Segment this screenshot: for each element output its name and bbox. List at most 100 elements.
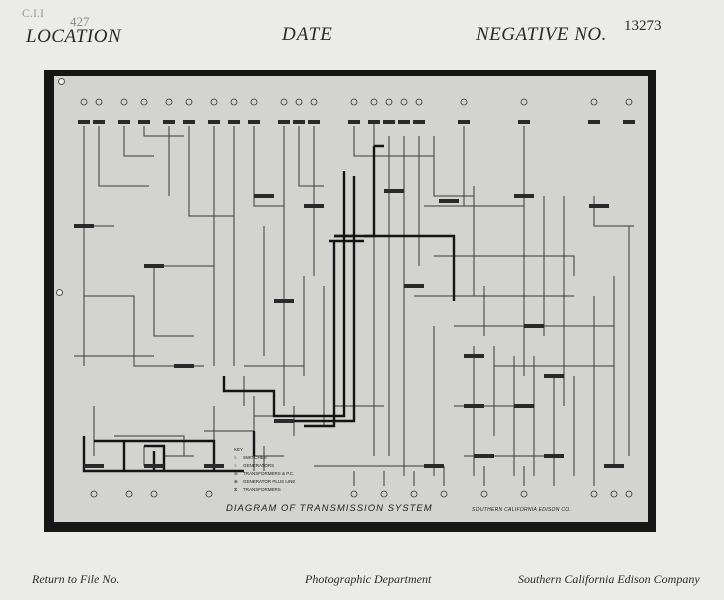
bus-switch xyxy=(78,120,90,124)
pencil-mark: C.I.I xyxy=(22,6,44,20)
bus-bar xyxy=(84,464,104,468)
diagram-title: DIAGRAM OF TRANSMISSION SYSTEM xyxy=(226,503,433,514)
substation-node xyxy=(610,490,618,498)
substation-node xyxy=(625,490,633,498)
generator-node xyxy=(185,98,193,106)
generator-node xyxy=(280,98,288,106)
legend-item: ⊕GENERATOR PLUS LINE xyxy=(234,479,296,484)
bus-switch xyxy=(348,120,360,124)
diagram-company-mark: SOUTHERN CALIFORNIA EDISON CO. xyxy=(472,507,572,513)
location-label: LOCATION xyxy=(26,26,122,47)
legend-item: ○SWITCHES xyxy=(234,455,267,460)
bus-switch xyxy=(413,120,425,124)
bus-bar xyxy=(464,354,484,358)
date-label: DATE xyxy=(282,24,333,45)
generator-node xyxy=(520,98,528,106)
bus-bar xyxy=(144,464,164,468)
bus-switch xyxy=(398,120,410,124)
bus-bar xyxy=(74,224,94,228)
transmission-wiring-diagram xyxy=(74,98,635,498)
bus-bar xyxy=(274,299,294,303)
bus-bar xyxy=(144,264,164,268)
generator-node xyxy=(350,98,358,106)
company-name-label: Southern California Edison Company xyxy=(518,572,700,586)
bus-bar xyxy=(174,364,194,368)
generator-node xyxy=(460,98,468,106)
photographic-department-label: Photographic Department xyxy=(305,572,432,586)
generator-node xyxy=(230,98,238,106)
negative-label: NEGATIVE NO. xyxy=(476,24,607,45)
bus-bar xyxy=(424,464,444,468)
bus-switch xyxy=(623,120,635,124)
bus-switch xyxy=(118,120,130,124)
generator-node xyxy=(385,98,393,106)
bus-bar xyxy=(464,404,484,408)
diagram-board: KEY ○SWITCHES ○GENERATORS ⊖TRANSFORMERS … xyxy=(54,76,648,522)
return-to-file-label: Return to File No. xyxy=(32,572,120,586)
tack-pin-left xyxy=(56,289,63,296)
legend-item: ⧖TRANSFORMERS xyxy=(234,487,281,492)
generator-node xyxy=(120,98,128,106)
diagram-legend: KEY ○SWITCHES ○GENERATORS ⊖TRANSFORMERS … xyxy=(234,446,295,494)
generator-node xyxy=(140,98,148,106)
bus-switch xyxy=(518,120,530,124)
bus-switch xyxy=(93,120,105,124)
negative-number: 13273 xyxy=(624,18,662,34)
generator-node xyxy=(415,98,423,106)
bus-switch xyxy=(588,120,600,124)
generator-node xyxy=(370,98,378,106)
bus-bar xyxy=(544,454,564,458)
bus-bar xyxy=(384,189,404,193)
bus-switch xyxy=(228,120,240,124)
substation-node xyxy=(125,490,133,498)
generator-node xyxy=(80,98,88,106)
pencil-number: 427 xyxy=(70,14,90,29)
bus-bar xyxy=(524,324,544,328)
bus-switch xyxy=(138,120,150,124)
bus-switch xyxy=(163,120,175,124)
bus-bar xyxy=(514,194,534,198)
bus-bar xyxy=(589,204,609,208)
substation-node xyxy=(410,490,418,498)
tack-pin-top-left xyxy=(58,78,65,85)
generator-node xyxy=(625,98,633,106)
bus-bar xyxy=(254,194,274,198)
substation-node xyxy=(150,490,158,498)
substation-node xyxy=(380,490,388,498)
bus-bar xyxy=(439,199,459,203)
generator-node xyxy=(250,98,258,106)
substation-node xyxy=(480,490,488,498)
substation-node xyxy=(590,490,598,498)
generator-node xyxy=(165,98,173,106)
bus-bar xyxy=(544,374,564,378)
substation-node xyxy=(520,490,528,498)
substation-node xyxy=(350,490,358,498)
bus-bar xyxy=(304,204,324,208)
bus-switch xyxy=(383,120,395,124)
bus-bar xyxy=(274,419,294,423)
legend-title: KEY xyxy=(234,447,244,452)
generator-node xyxy=(590,98,598,106)
generator-node xyxy=(310,98,318,106)
substation-node xyxy=(440,490,448,498)
bus-bar xyxy=(604,464,624,468)
bus-switch xyxy=(308,120,320,124)
substation-node xyxy=(205,490,213,498)
generator-node xyxy=(400,98,408,106)
generator-node xyxy=(295,98,303,106)
bus-switch xyxy=(248,120,260,124)
bus-switch xyxy=(458,120,470,124)
bus-switch xyxy=(183,120,195,124)
bus-switch xyxy=(368,120,380,124)
bus-switch xyxy=(293,120,305,124)
generator-node xyxy=(95,98,103,106)
bus-bar xyxy=(514,404,534,408)
generator-node xyxy=(210,98,218,106)
bus-switch xyxy=(208,120,220,124)
bus-bar xyxy=(474,454,494,458)
bus-bar xyxy=(404,284,424,288)
bus-switch xyxy=(278,120,290,124)
legend-item: ⊖TRANSFORMERS & P.C. xyxy=(234,471,295,476)
substation-node xyxy=(90,490,98,498)
